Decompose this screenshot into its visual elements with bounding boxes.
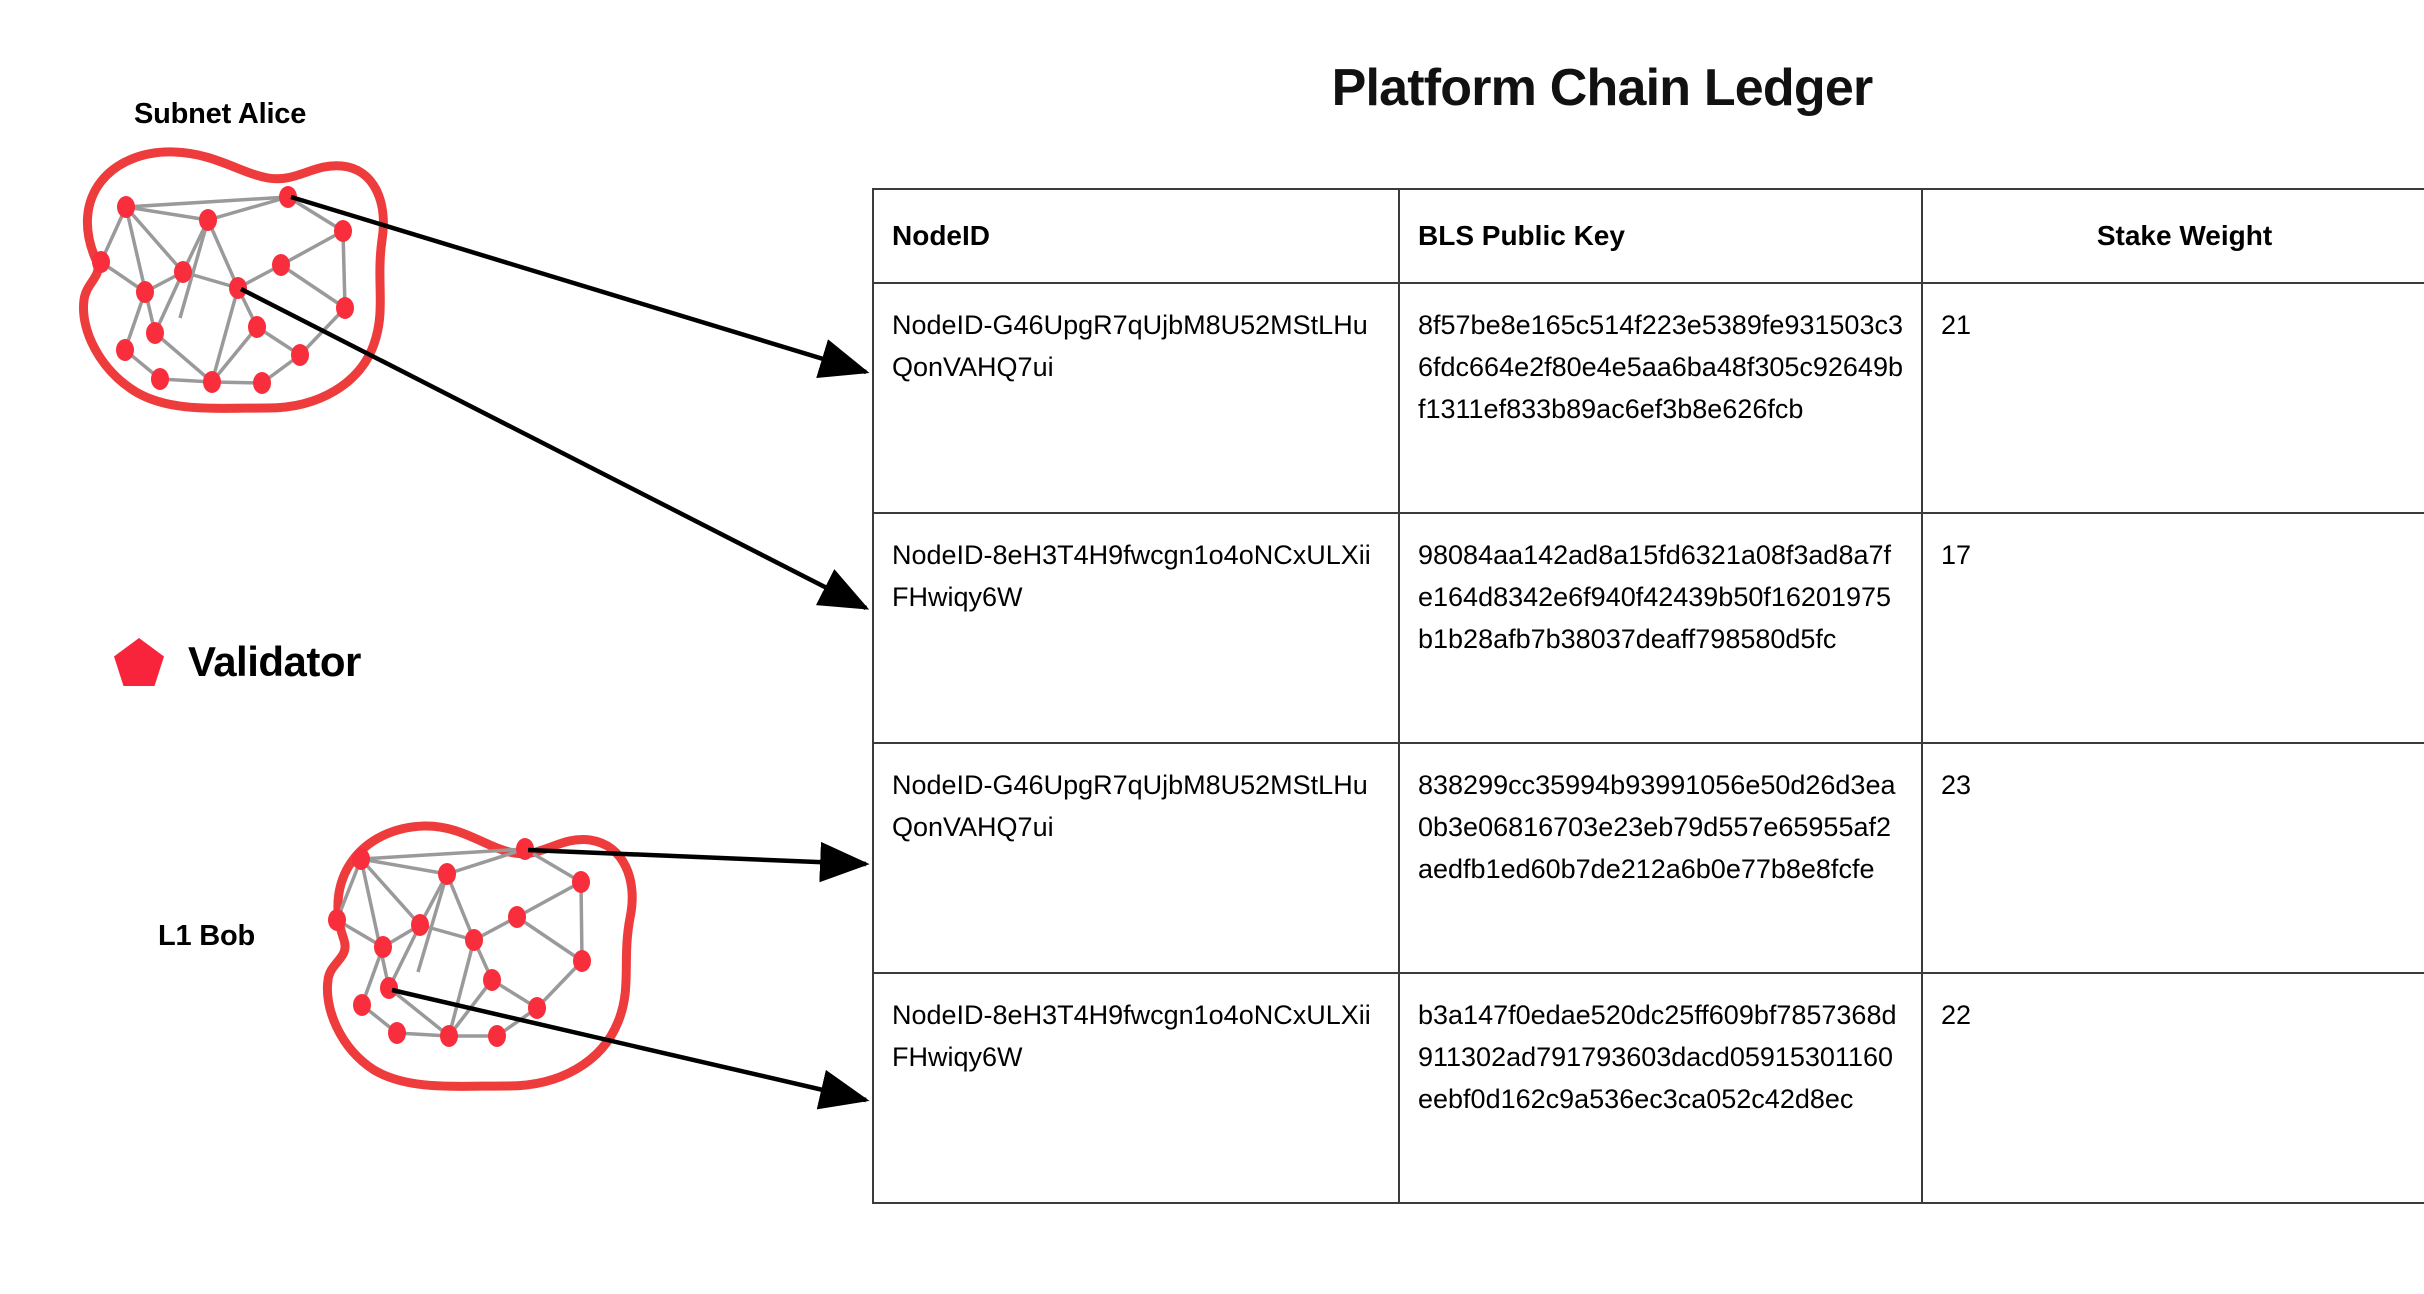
connector-arrows	[239, 194, 870, 1110]
platform-chain-ledger-table: NodeID BLS Public Key Stake Weight NodeI…	[872, 188, 2424, 1204]
cell-stake-weight: 21	[1921, 281, 2424, 514]
table-header-row: NodeID BLS Public Key Stake Weight	[872, 188, 2424, 284]
cell-nodeid-text: NodeID-G46UpgR7qUjbM8U52MStLHuQonVAHQ7ui	[892, 769, 1368, 842]
arrow-bob-to-row4	[391, 987, 870, 1110]
page-title: Platform Chain Ledger	[1331, 59, 1874, 117]
cell-bls-public-key: b3a147f0edae520dc25ff609bf7857368d911302…	[1398, 971, 1923, 1204]
cell-bls-public-key: 98084aa142ad8a15fd6321a08f3ad8a7fe164d83…	[1398, 511, 1923, 744]
subnet-alice-label: Subnet Alice	[134, 98, 307, 130]
subnet-alice-group	[79, 147, 388, 413]
cell-bls-public-key-text: 838299cc35994b93991056e50d26d3ea0b3e0681…	[1418, 769, 1896, 884]
arrow-bob-to-row3	[527, 841, 870, 883]
cell-nodeid-text: NodeID-G46UpgR7qUjbM8U52MStLHuQonVAHQ7ui	[892, 309, 1368, 382]
table-row: NodeID-8eH3T4H9fwcgn1o4oNCxULXiiFHwiqy6W…	[872, 511, 2424, 744]
validator-legend: Validator	[112, 636, 361, 688]
cell-bls-public-key-text: 98084aa142ad8a15fd6321a08f3ad8a7fe164d83…	[1418, 539, 1891, 654]
cell-stake-weight-text: 21	[1941, 309, 1972, 340]
l1-bob-validator-nodes	[328, 838, 591, 1047]
column-header-bls-public-key: BLS Public Key	[1398, 188, 1923, 284]
pentagon-icon	[114, 638, 164, 686]
cell-stake-weight-text: 22	[1941, 999, 1972, 1030]
column-header-stake-weight: Stake Weight	[1921, 188, 2424, 284]
arrow-alice-to-row1	[290, 194, 870, 379]
table-body: NodeID-G46UpgR7qUjbM8U52MStLHuQonVAHQ7ui…	[872, 281, 2424, 1204]
l1-bob-group	[322, 821, 637, 1091]
table-row: NodeID-G46UpgR7qUjbM8U52MStLHuQonVAHQ7ui…	[872, 281, 2424, 514]
cell-bls-public-key-text: 8f57be8e165c514f223e5389fe931503c36fdc66…	[1418, 309, 1903, 424]
cell-stake-weight: 17	[1921, 511, 2424, 744]
cell-nodeid: NodeID-8eH3T4H9fwcgn1o4oNCxULXiiFHwiqy6W	[872, 971, 1400, 1204]
arrow-alice-to-row2	[239, 286, 870, 611]
cell-nodeid: NodeID-G46UpgR7qUjbM8U52MStLHuQonVAHQ7ui	[872, 281, 1400, 514]
cell-stake-weight-text: 17	[1941, 539, 1972, 570]
subnet-alice-validator-nodes	[92, 186, 354, 394]
column-header-nodeid: NodeID	[872, 188, 1400, 284]
cell-nodeid-text: NodeID-8eH3T4H9fwcgn1o4oNCxULXiiFHwiqy6W	[892, 539, 1371, 612]
table-row: NodeID-G46UpgR7qUjbM8U52MStLHuQonVAHQ7ui…	[872, 741, 2424, 974]
cell-bls-public-key: 8f57be8e165c514f223e5389fe931503c36fdc66…	[1398, 281, 1923, 514]
cell-stake-weight: 22	[1921, 971, 2424, 1204]
validator-legend-label: Validator	[188, 638, 361, 685]
cell-nodeid-text: NodeID-8eH3T4H9fwcgn1o4oNCxULXiiFHwiqy6W	[892, 999, 1371, 1072]
cell-nodeid: NodeID-8eH3T4H9fwcgn1o4oNCxULXiiFHwiqy6W	[872, 511, 1400, 744]
table-row: NodeID-8eH3T4H9fwcgn1o4oNCxULXiiFHwiqy6W…	[872, 971, 2424, 1204]
cell-stake-weight: 23	[1921, 741, 2424, 974]
cell-nodeid: NodeID-G46UpgR7qUjbM8U52MStLHuQonVAHQ7ui	[872, 741, 1400, 974]
l1-bob-label: L1 Bob	[158, 920, 256, 952]
cell-stake-weight-text: 23	[1941, 769, 1972, 800]
cell-bls-public-key: 838299cc35994b93991056e50d26d3ea0b3e0681…	[1398, 741, 1923, 974]
cell-bls-public-key-text: b3a147f0edae520dc25ff609bf7857368d911302…	[1418, 999, 1897, 1114]
